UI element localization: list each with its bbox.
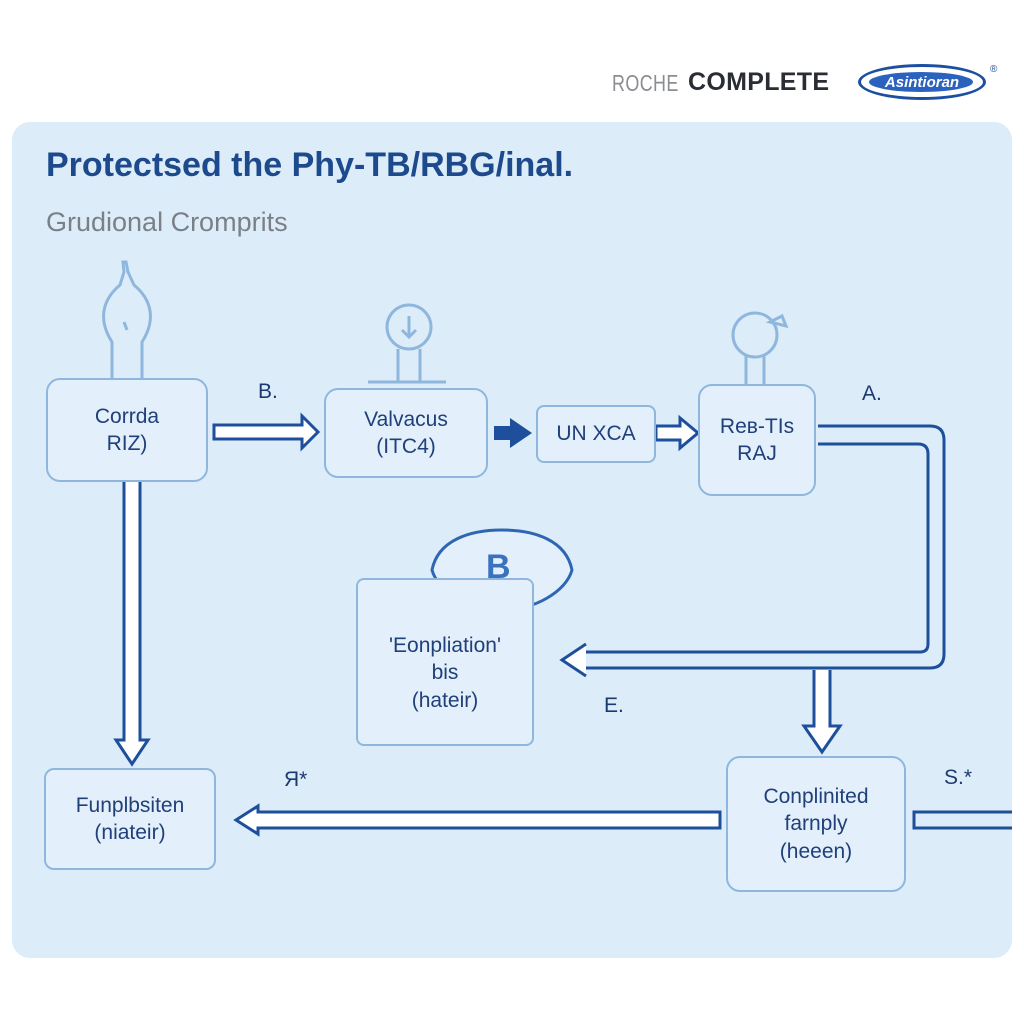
- arrow-to-conplinited: [801, 670, 843, 755]
- brand-oval-text: Asintioran: [884, 74, 960, 91]
- node-valvacus-line1: Valvacus: [364, 407, 448, 431]
- node-valvacus-line2: (ITC4): [376, 435, 436, 458]
- brand-complete-text: COMPLETE: [688, 68, 830, 96]
- arrow-conplinited-funplo: [233, 803, 722, 837]
- lamp-icon: [731, 311, 789, 384]
- node-conplinited-line2: farnply: [784, 812, 848, 836]
- edge-label-b: B.: [258, 380, 278, 403]
- node-corrda-line1: Corrda: [94, 404, 160, 428]
- node-unxca-line1: UN XCA: [556, 422, 636, 446]
- node-retis-line2: RAJ: [737, 442, 777, 465]
- node-funplbsiten: Funplbsiten (niateir): [44, 768, 216, 870]
- arrow-corrda-valvacus: [212, 412, 321, 452]
- node-conplinited-line3: (heeen): [779, 839, 853, 863]
- node-eonpliation-line2: bis: [431, 661, 459, 685]
- arrow-unxca-retis: [654, 414, 701, 452]
- b-bubble-label: B: [486, 548, 511, 586]
- node-conplinited-line1: Conplinited: [763, 785, 869, 809]
- brand-header: ROCHE COMPLETE Asintioran ®: [612, 62, 1012, 104]
- arrow-corrda-funplo: [113, 480, 151, 767]
- edge-label-e: E.: [604, 694, 624, 717]
- diagram-title: Protectsed the Phy-TB/RBG/inal.: [46, 146, 574, 184]
- node-funplo-line1: Funplbsiten: [75, 793, 185, 817]
- stand-down-arrow-icon: [368, 303, 446, 384]
- node-valvacus: Valvacus (ITC4): [324, 388, 488, 478]
- edge-label-a: A.: [862, 382, 882, 405]
- node-conplinited: Conplinited farnply (heeen): [726, 756, 906, 892]
- diagram-subtitle: Grudional Cromprits: [46, 207, 288, 237]
- registered-mark: ®: [990, 64, 998, 75]
- arrow-incoming-right: [912, 810, 1012, 830]
- node-retis: Reв-TIs RAJ: [698, 384, 816, 496]
- node-unxca: UN XCA: [536, 405, 656, 463]
- node-funplo-line2: (niateir): [94, 821, 166, 844]
- node-corrda: Corrda RIZ): [46, 378, 208, 482]
- node-eonpliation: 'Eonpliation' bis (hateir): [356, 578, 534, 746]
- flask-icon: [102, 260, 152, 384]
- edge-label-s-star: S.*: [944, 766, 973, 789]
- edge-label-a-star: Я*: [284, 768, 308, 791]
- brand-roche-text: ROCHE: [612, 70, 679, 96]
- node-retis-line1: Reв-TIs: [719, 414, 795, 438]
- node-eonpliation-line3: (hateir): [411, 688, 479, 712]
- node-eonpliation-line1: 'Eonpliation': [389, 634, 501, 658]
- brand-oval-logo: Asintioran: [858, 64, 986, 100]
- arrow-valvacus-unxca: [494, 418, 532, 448]
- arrow-retis-eonpliation: [559, 424, 946, 678]
- node-corrda-line2: RIZ): [106, 432, 148, 455]
